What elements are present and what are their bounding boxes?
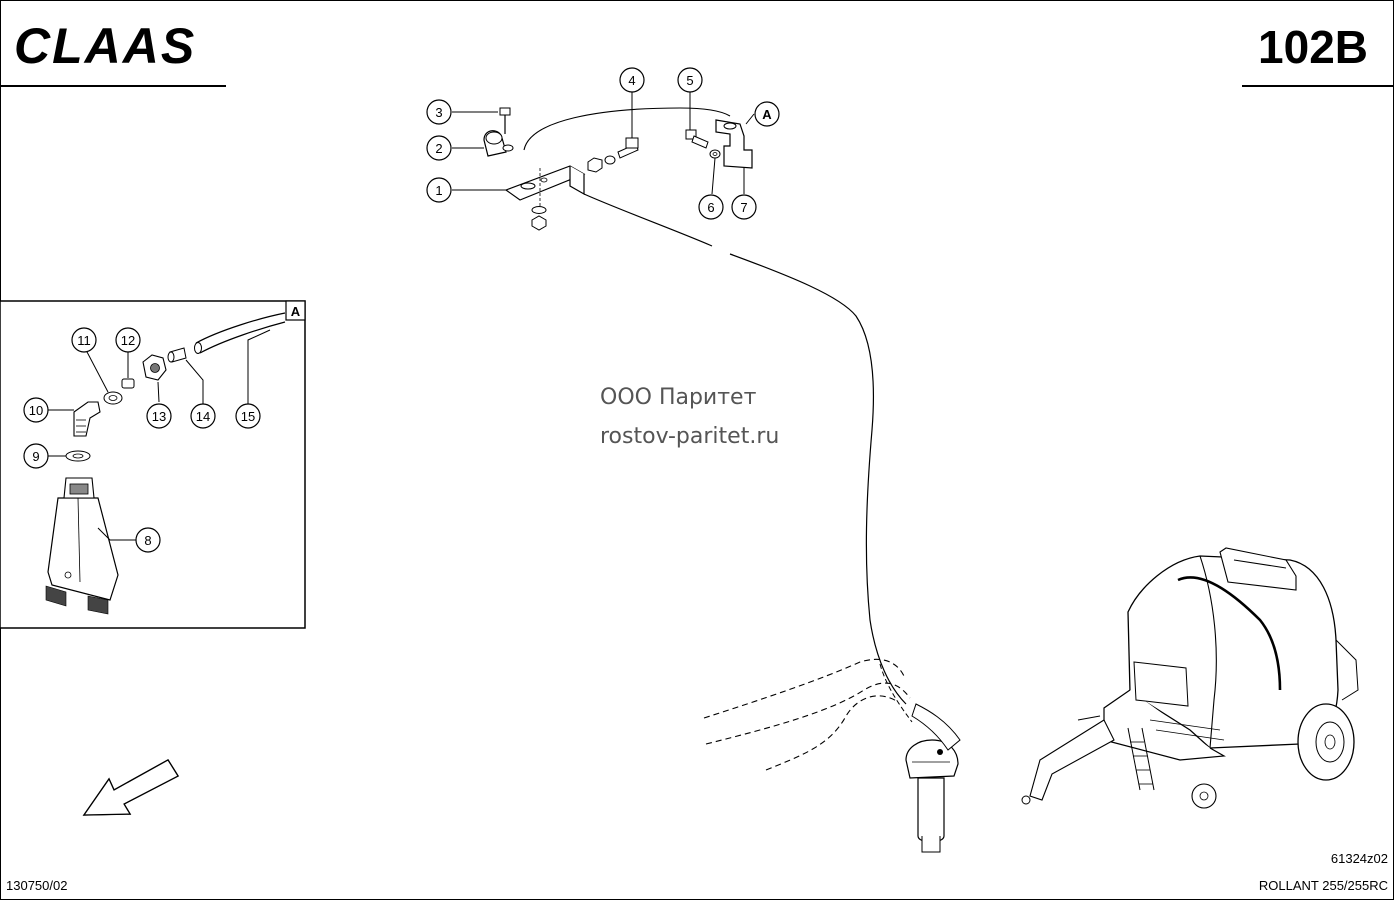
callout-labels: 1 2 3 4 5 6 7 8 9 10 11 12 13 14 15: [23, 67, 757, 553]
watermark-line2: rostov-paritet.ru: [600, 424, 779, 449]
callout-15-text: 15: [241, 409, 255, 424]
callout-3: 3: [426, 99, 452, 125]
watermark-line1: ООО Паритет: [600, 385, 757, 410]
callout-6: 6: [698, 194, 724, 220]
callout-7-text: 7: [740, 200, 747, 215]
footer-drawing-code: 61324z02: [1331, 851, 1388, 866]
bracket-assembly: A: [452, 92, 907, 705]
brand-logo: CLAAS: [14, 18, 196, 74]
baler-illustration: [1021, 547, 1359, 809]
inset-label: A: [291, 304, 301, 319]
callout-11: 11: [71, 327, 97, 353]
pump-assembly: [703, 658, 961, 853]
callout-11-text: 11: [77, 333, 91, 348]
callout-12: 12: [115, 327, 141, 353]
arrow-down-left-icon: [82, 758, 180, 816]
callout-14: 14: [190, 403, 216, 429]
callout-5: 5: [677, 67, 703, 93]
callout-2: 2: [426, 135, 452, 161]
callout-4: 4: [619, 67, 645, 93]
callout-10-text: 10: [29, 403, 43, 418]
callout-10: 10: [23, 397, 49, 423]
callout-9-text: 9: [32, 449, 39, 464]
callout-13: 13: [146, 403, 172, 429]
callout-1: 1: [426, 177, 452, 203]
callout-4-text: 4: [628, 73, 635, 88]
callout-2-text: 2: [435, 141, 442, 156]
callout-12-text: 12: [121, 333, 135, 348]
callout-5-text: 5: [686, 73, 693, 88]
callout-13-text: 13: [152, 409, 166, 424]
callout-15: 15: [235, 403, 261, 429]
callout-14-text: 14: [196, 409, 210, 424]
callout-1-text: 1: [435, 183, 442, 198]
footer-model: ROLLANT 255/255RC: [1259, 878, 1388, 893]
callout-6-text: 6: [707, 200, 714, 215]
footer-left-code: 130750/02: [6, 878, 67, 893]
callout-3-text: 3: [435, 105, 442, 120]
callout-8-text: 8: [144, 533, 151, 548]
page-code: 102B: [1258, 21, 1368, 73]
inset-detail: A: [0, 300, 306, 629]
callout-9: 9: [23, 443, 49, 469]
view-marker-a: A: [762, 107, 772, 122]
callout-8: 8: [135, 527, 161, 553]
callout-7: 7: [731, 194, 757, 220]
